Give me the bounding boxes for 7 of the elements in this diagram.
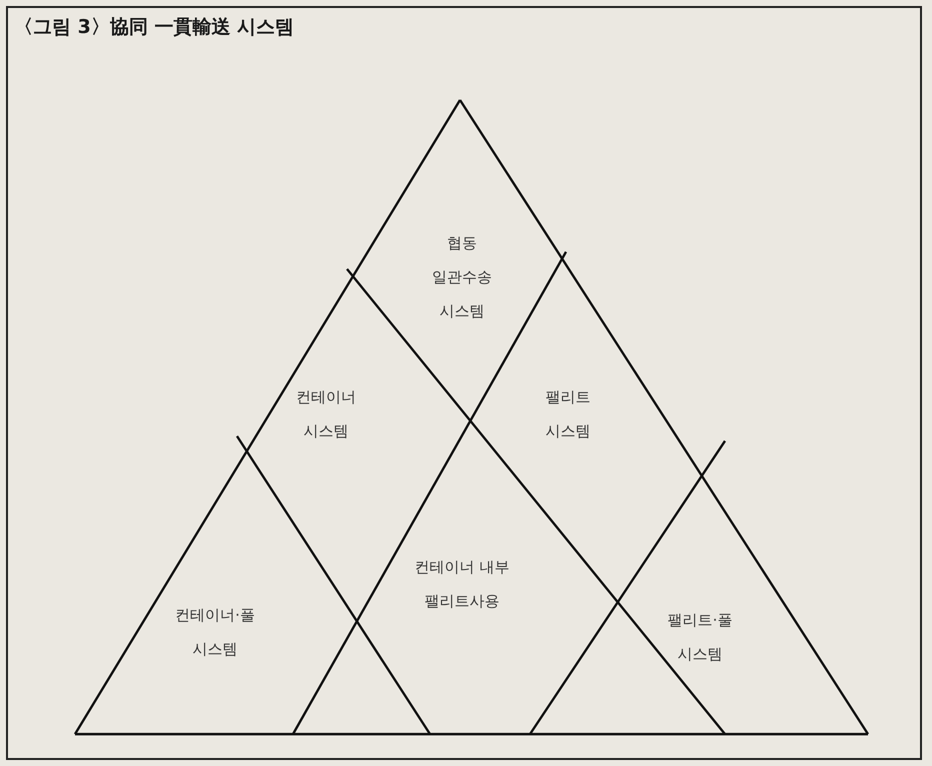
- region-label: 팰리트·풀 시스템: [650, 602, 750, 671]
- region-label: 컨테이너 시스템: [281, 380, 371, 448]
- region-label: 컨테이너·풀 시스템: [160, 598, 270, 666]
- figure-title: 〈그림 3〉協同 一貫輸送 시스템: [14, 15, 294, 40]
- region-label: 협동 일관수송 시스템: [427, 226, 497, 328]
- region-label: 컨테이너 내부 팰리트사용: [392, 550, 532, 618]
- region-label: 팰리트 시스템: [528, 380, 608, 448]
